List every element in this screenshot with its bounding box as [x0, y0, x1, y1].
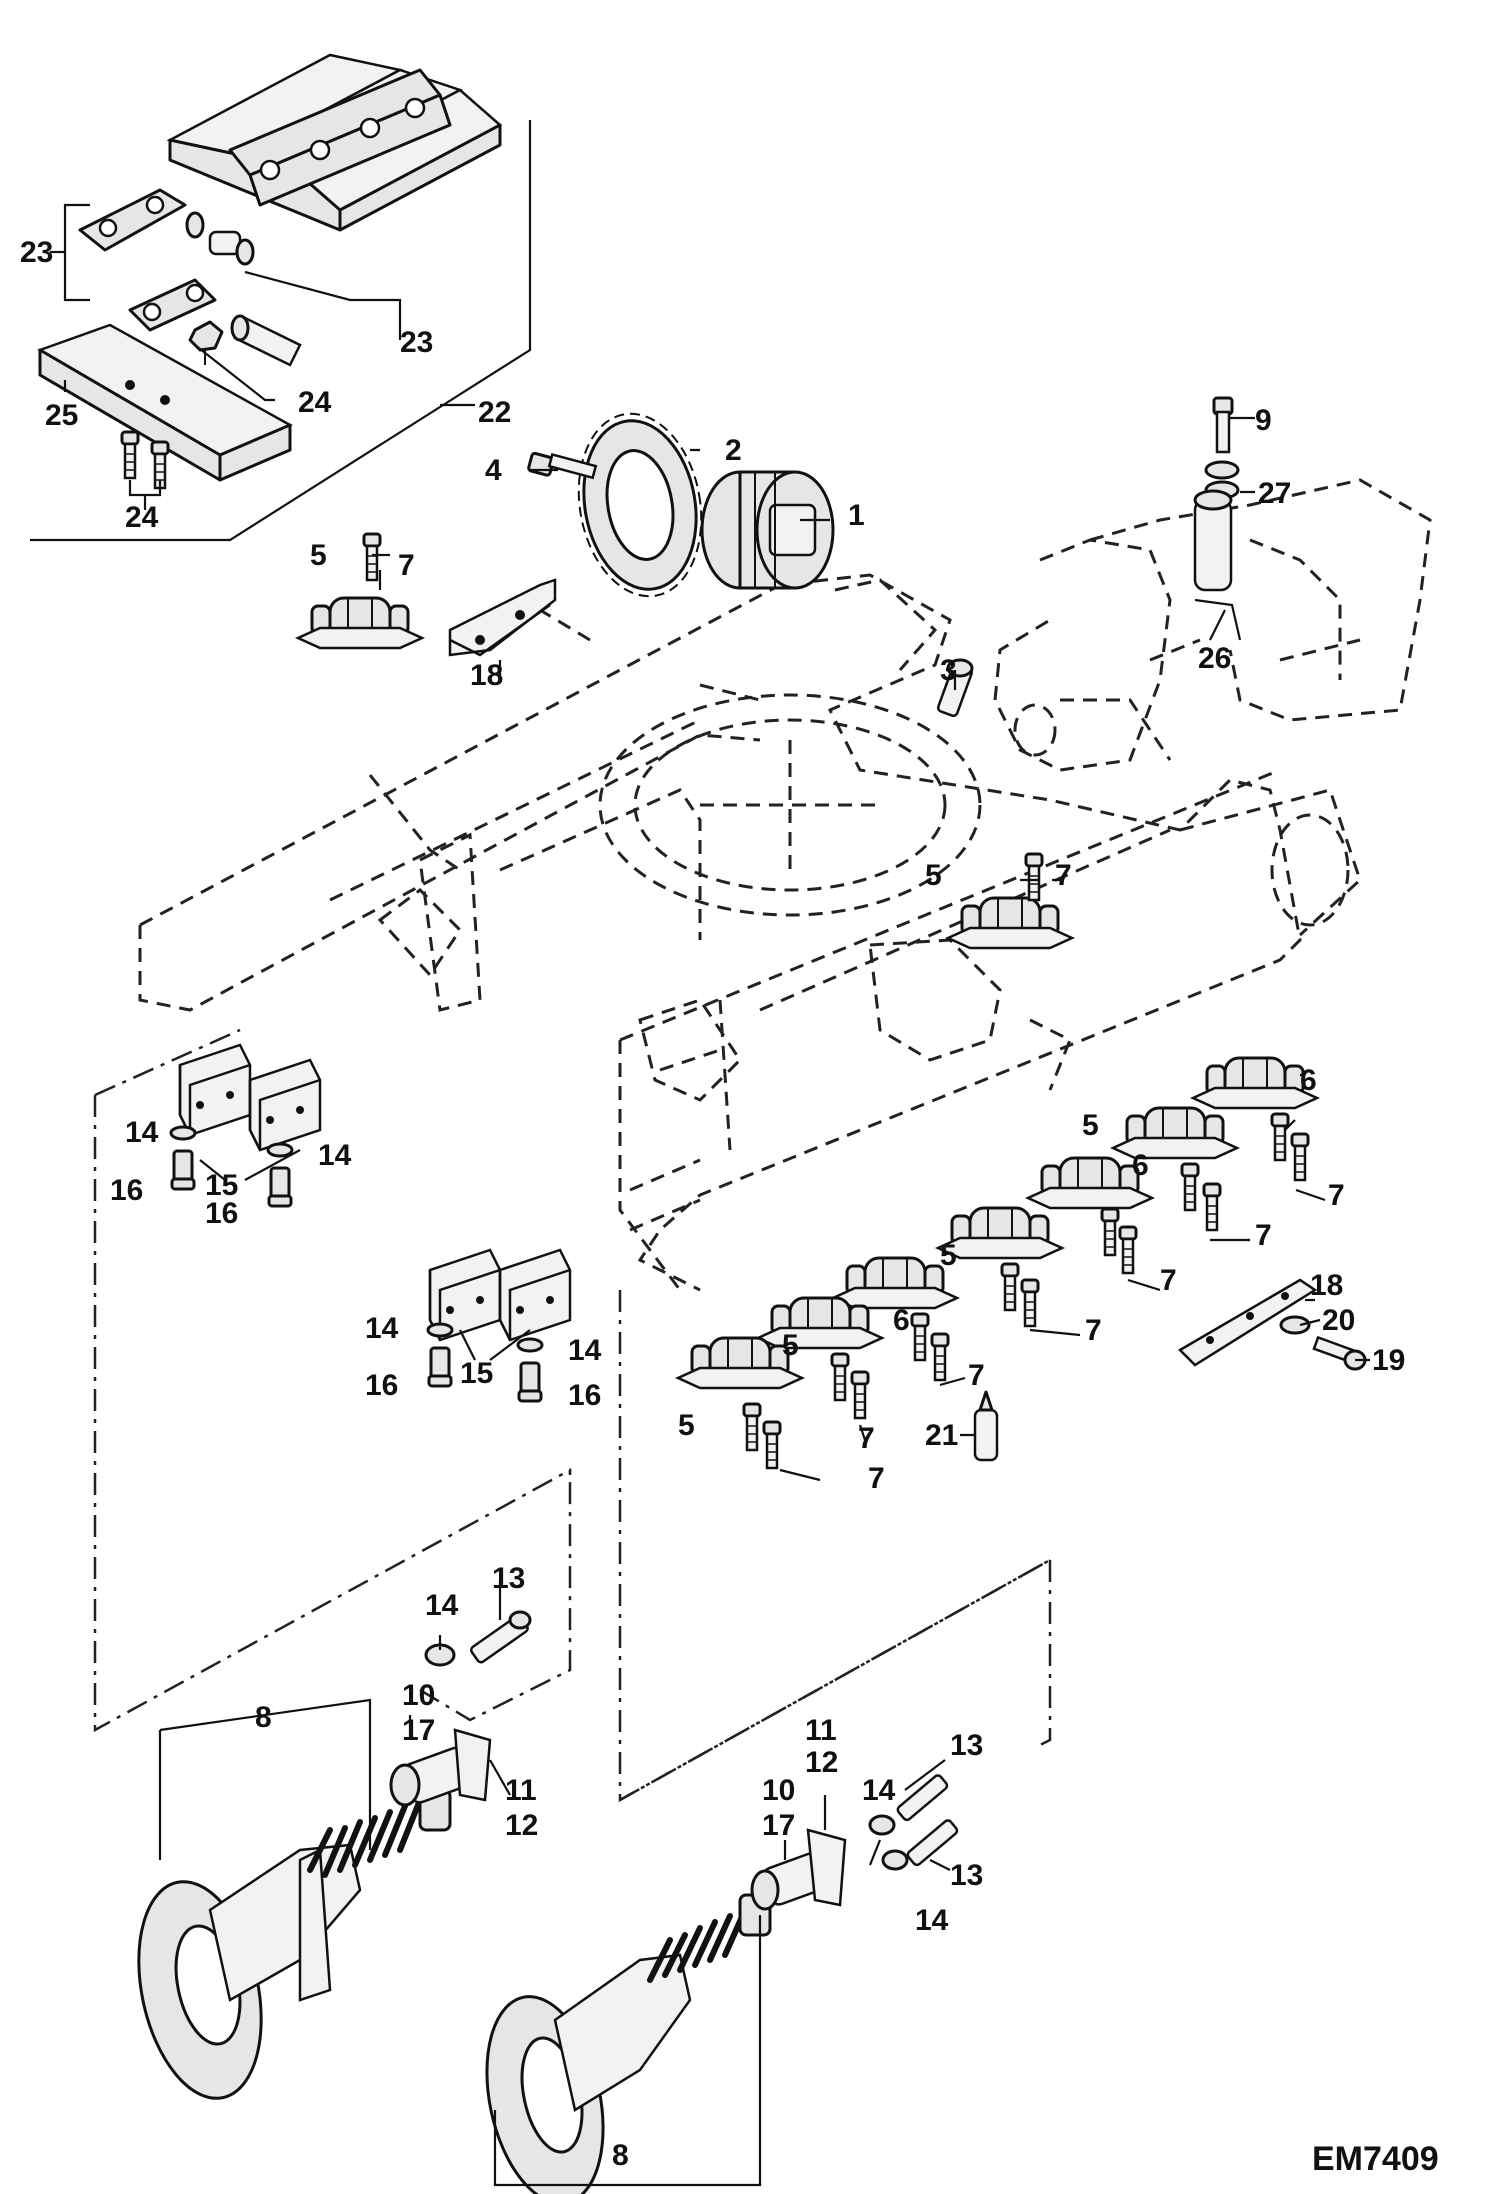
callout-14-e: 14 [425, 1589, 459, 1622]
callout-14-f: 14 [862, 1774, 896, 1807]
callout-14-g: 14 [915, 1904, 949, 1937]
chain-bushing-seals [185, 211, 255, 266]
callout-7-c: 7 [1328, 1179, 1345, 1212]
track-roller-bolts [742, 1112, 1310, 1470]
single-track-shoe [37, 323, 293, 482]
callout-23-b: 23 [400, 326, 433, 359]
callout-14-c: 14 [365, 1312, 399, 1345]
tension-cylinder-left [389, 1728, 492, 1807]
callout-5-c: 5 [1082, 1109, 1099, 1142]
sprocket-bolt [527, 451, 598, 480]
callout-6-a: 6 [1300, 1064, 1317, 1097]
roller-guard-upper [448, 578, 557, 657]
callout-6-c: 6 [893, 1304, 910, 1337]
recoil-spring-right [647, 1893, 772, 1983]
callout-5-a: 5 [310, 539, 327, 572]
track-pin [230, 314, 302, 367]
callout-7-b: 7 [1055, 859, 1072, 892]
tension-cylinder-right [750, 1828, 847, 1911]
callout-12-a: 12 [505, 1809, 538, 1842]
front-idler-left [137, 1843, 362, 2100]
front-idler-right [485, 1953, 692, 2194]
idler-section-boxes [93, 1028, 1052, 1803]
callout-18-a: 18 [470, 659, 503, 692]
callout-13-b: 13 [950, 1729, 983, 1762]
callout-8-a: 8 [255, 1701, 272, 1734]
callout-19: 19 [1372, 1344, 1405, 1377]
callout-16-b: 16 [205, 1197, 238, 1230]
callout-27: 27 [1258, 477, 1291, 510]
callout-16-d: 16 [568, 1379, 601, 1412]
callout-6-b: 6 [1132, 1149, 1149, 1182]
adjuster-bolts-right [868, 1774, 959, 1871]
callout-5-e: 5 [782, 1329, 799, 1362]
swing-pin [1193, 489, 1242, 641]
grease-tube [973, 1390, 999, 1462]
callout-7-d: 7 [1255, 1219, 1272, 1252]
callout-7-a: 7 [398, 549, 415, 582]
swing-pin-bolt [1204, 396, 1240, 500]
callout-12-b: 12 [805, 1746, 838, 1779]
callout-21: 21 [925, 1419, 958, 1452]
adjuster-bolt-left [424, 1610, 532, 1667]
callout-5-f: 5 [678, 1409, 695, 1442]
callout-2: 2 [725, 434, 742, 467]
track-frame-outline [138, 573, 1362, 1292]
callout-15-a: 15 [205, 1169, 238, 1202]
callout-26: 26 [1198, 642, 1231, 675]
callout-18-b: 18 [1310, 1269, 1343, 1302]
chain-link-lower [128, 278, 217, 332]
track-chain-links [228, 68, 452, 207]
rail-washer [1279, 1315, 1311, 1335]
callout-15-b: 15 [460, 1357, 493, 1390]
callout-11-a: 11 [505, 1774, 537, 1807]
upper-carrier-roller-front [946, 852, 1074, 950]
callout-17-b: 17 [762, 1809, 795, 1842]
callout-7-i: 7 [868, 1462, 885, 1495]
callout-13-c: 13 [950, 1859, 983, 1892]
callout-24-b: 24 [125, 501, 159, 534]
callout-14-b: 14 [318, 1139, 352, 1172]
track-guide-rail [1177, 1278, 1318, 1367]
rail-bolt [1312, 1335, 1367, 1371]
travel-motor [700, 470, 835, 590]
track-chain-inset [30, 53, 532, 542]
callout-23-a: 23 [20, 236, 53, 269]
track-nut [188, 320, 224, 365]
callout-8-b: 8 [612, 2139, 629, 2172]
callout-22: 22 [478, 396, 511, 429]
callout-7-f: 7 [1085, 1314, 1102, 1347]
callout-10-b: 10 [762, 1774, 795, 1807]
callout-24-a: 24 [298, 386, 332, 419]
callout-3: 3 [940, 654, 957, 687]
recoil-spring-left [307, 1788, 452, 1878]
callout-16-a: 16 [110, 1174, 143, 1207]
callout-11-b: 11 [805, 1714, 837, 1747]
track-guards [178, 1043, 572, 1342]
callout-7-h: 7 [858, 1422, 875, 1455]
callout-9: 9 [1255, 404, 1272, 437]
callout-4: 4 [485, 454, 502, 487]
callout-16-c: 16 [365, 1369, 398, 1402]
callout-7-g: 7 [968, 1359, 985, 1392]
drawing-code: EM7409 [1312, 2140, 1439, 2178]
callout-13-a: 13 [492, 1562, 525, 1595]
callout-20: 20 [1322, 1304, 1355, 1337]
callout-5-b: 5 [925, 859, 942, 892]
callout-5-d: 5 [940, 1239, 957, 1272]
callout-7-e: 7 [1160, 1264, 1177, 1297]
chain-link-upper [78, 188, 187, 252]
callout-labels: 1 2 3 4 5 7 18 9 27 26 5 7 6 5 6 7 7 7 7… [20, 236, 1405, 2172]
callout-14-a: 14 [125, 1116, 159, 1149]
callout-17-a: 17 [402, 1714, 435, 1747]
callout-1: 1 [848, 499, 865, 532]
callout-25: 25 [45, 399, 78, 432]
sprocket [577, 412, 703, 598]
callout-10-a: 10 [402, 1679, 435, 1712]
callout-14-d: 14 [568, 1334, 602, 1367]
